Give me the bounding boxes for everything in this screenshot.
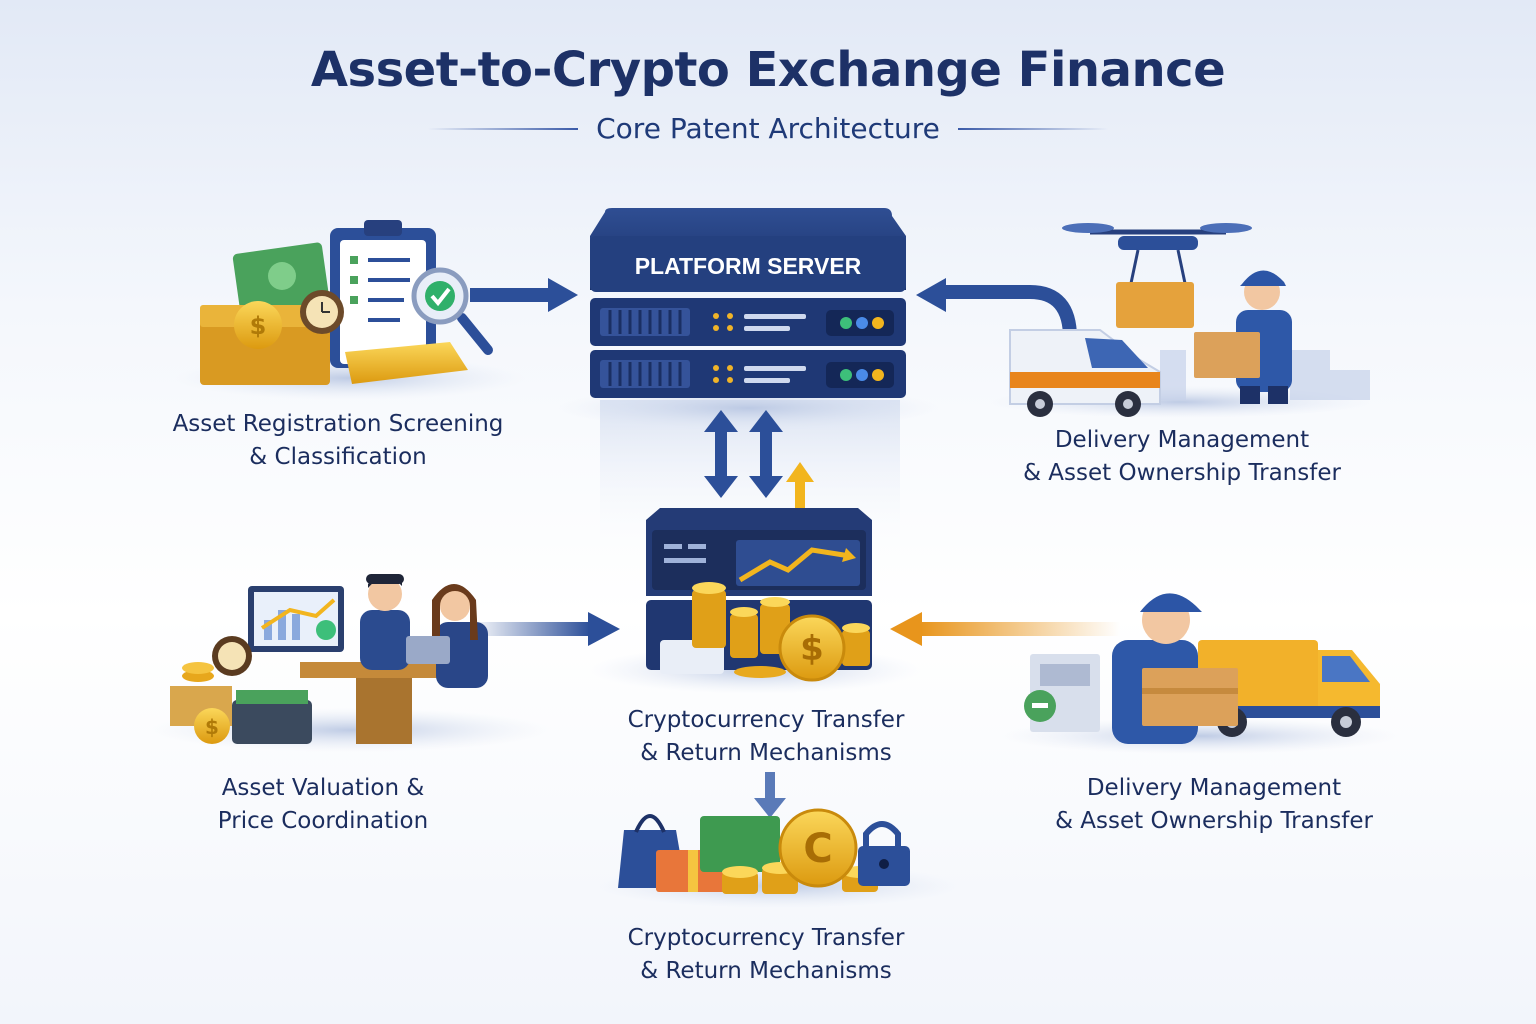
chart-monitor-icon xyxy=(248,586,344,652)
delivery-van-icon xyxy=(1009,329,1161,417)
node-asset-registration: Asset Registration Screening & Classific… xyxy=(148,408,528,474)
svg-text:C: C xyxy=(803,826,832,872)
subtitle-divider-left xyxy=(428,127,579,130)
node-valuation: Asset Valuation & Price Coordination xyxy=(168,772,478,838)
delivery-top-line2: & Asset Ownership Transfer xyxy=(1023,460,1341,486)
gold-bar-icon xyxy=(345,342,468,384)
arrow-registration-to-server xyxy=(470,278,578,312)
crypto-bottom-line1: Cryptocurrency Transfer xyxy=(627,925,905,951)
subtitle-divider-right xyxy=(957,127,1108,130)
crypto-center-line1: Cryptocurrency Transfer xyxy=(627,707,905,733)
arrow-vertical-left xyxy=(704,410,738,498)
courier-icon-bottom xyxy=(1112,593,1238,744)
magnifier-icon xyxy=(411,267,493,355)
page-subtitle: Core Patent Architecture xyxy=(596,112,940,145)
arrow-vertical-up-gold xyxy=(786,462,814,510)
svg-text:$: $ xyxy=(205,715,219,739)
node-crypto-bottom: Cryptocurrency Transfer & Return Mechani… xyxy=(596,922,936,988)
node-crypto-center: Cryptocurrency Transfer & Return Mechani… xyxy=(596,704,936,770)
delivery-top-line1: Delivery Management xyxy=(1054,427,1310,453)
delivery-top-illustration xyxy=(990,223,1370,418)
delivery-bottom-line1: Delivery Management xyxy=(1086,775,1342,801)
asset-registration-illustration: $ xyxy=(175,220,525,400)
delivery-bottom-illustration xyxy=(1000,593,1400,754)
platform-server-icon xyxy=(558,208,938,430)
delivery-bottom-line2: & Asset Ownership Transfer xyxy=(1055,808,1373,834)
page-title: Asset-to-Crypto Exchange Finance xyxy=(310,42,1226,98)
subtitle-row: Core Patent Architecture xyxy=(0,112,1536,145)
arrow-crypto-down xyxy=(754,772,786,818)
svg-text:$: $ xyxy=(800,629,824,669)
asset-registration-line1: Asset Registration Screening xyxy=(172,411,504,437)
server-label: PLATFORM SERVER xyxy=(635,253,862,279)
crypto-coin-icon xyxy=(778,808,858,888)
svg-text:$: $ xyxy=(250,312,267,340)
drone-icon xyxy=(1062,223,1252,328)
arrow-vertical-right xyxy=(749,410,783,498)
businessman-icon xyxy=(360,574,410,670)
arrow-delivery-to-server xyxy=(916,278,1077,339)
gold-coin-stack-icon: $ xyxy=(692,582,870,682)
arrow-valuation-to-crypto xyxy=(470,612,620,646)
valuation-line1: Asset Valuation & xyxy=(221,775,425,801)
node-delivery-bottom: Delivery Management & Asset Ownership Tr… xyxy=(1030,772,1398,838)
crypto-center-line2: & Return Mechanisms xyxy=(640,740,892,766)
padlock-icon xyxy=(858,821,910,886)
valuation-illustration: $ xyxy=(150,574,550,752)
valuation-line2: Price Coordination xyxy=(217,808,429,834)
asset-registration-line2: & Classification xyxy=(249,444,427,470)
crypto-bottom-line2: & Return Mechanisms xyxy=(640,958,892,984)
arrow-delivery-to-crypto xyxy=(890,612,1120,646)
businesswoman-icon xyxy=(406,584,488,688)
courier-icon xyxy=(1194,270,1292,404)
node-delivery-top: Delivery Management & Asset Ownership Tr… xyxy=(1000,424,1364,490)
crypto-return-illustration: C xyxy=(593,808,963,908)
crypto-engine-illustration: $ xyxy=(590,508,920,694)
coin-stack-icon: $ xyxy=(182,636,252,744)
